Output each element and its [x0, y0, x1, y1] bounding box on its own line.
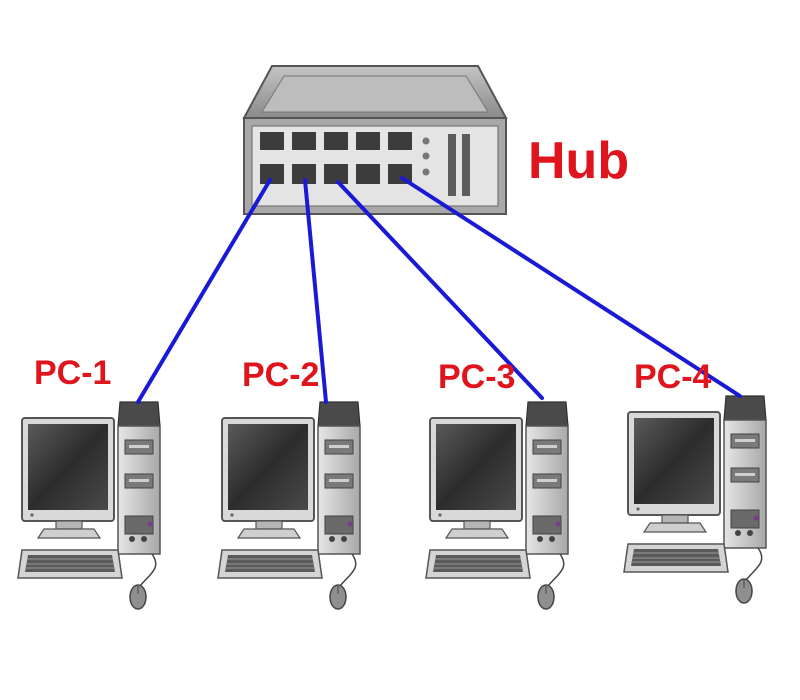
- network-cables: [136, 176, 742, 404]
- pc-4-label: PC-4: [634, 358, 712, 396]
- pc-1-label: PC-1: [34, 354, 111, 392]
- cable-pc-4: [400, 176, 742, 398]
- computer-pc-2: [217, 401, 361, 610]
- cable-pc-1: [136, 178, 272, 404]
- hub-ports: [260, 132, 412, 184]
- cable-pc-3: [336, 180, 544, 400]
- pc-2-label: PC-2: [242, 356, 319, 394]
- computer-pc-1: [17, 401, 161, 610]
- cable-pc-2: [303, 178, 328, 404]
- pc-3-label: PC-3: [438, 358, 515, 396]
- hub-label: Hub: [528, 132, 629, 190]
- computer-pc-3: [425, 401, 569, 610]
- hub-device: [242, 65, 508, 215]
- computer-pc-4: [623, 395, 767, 604]
